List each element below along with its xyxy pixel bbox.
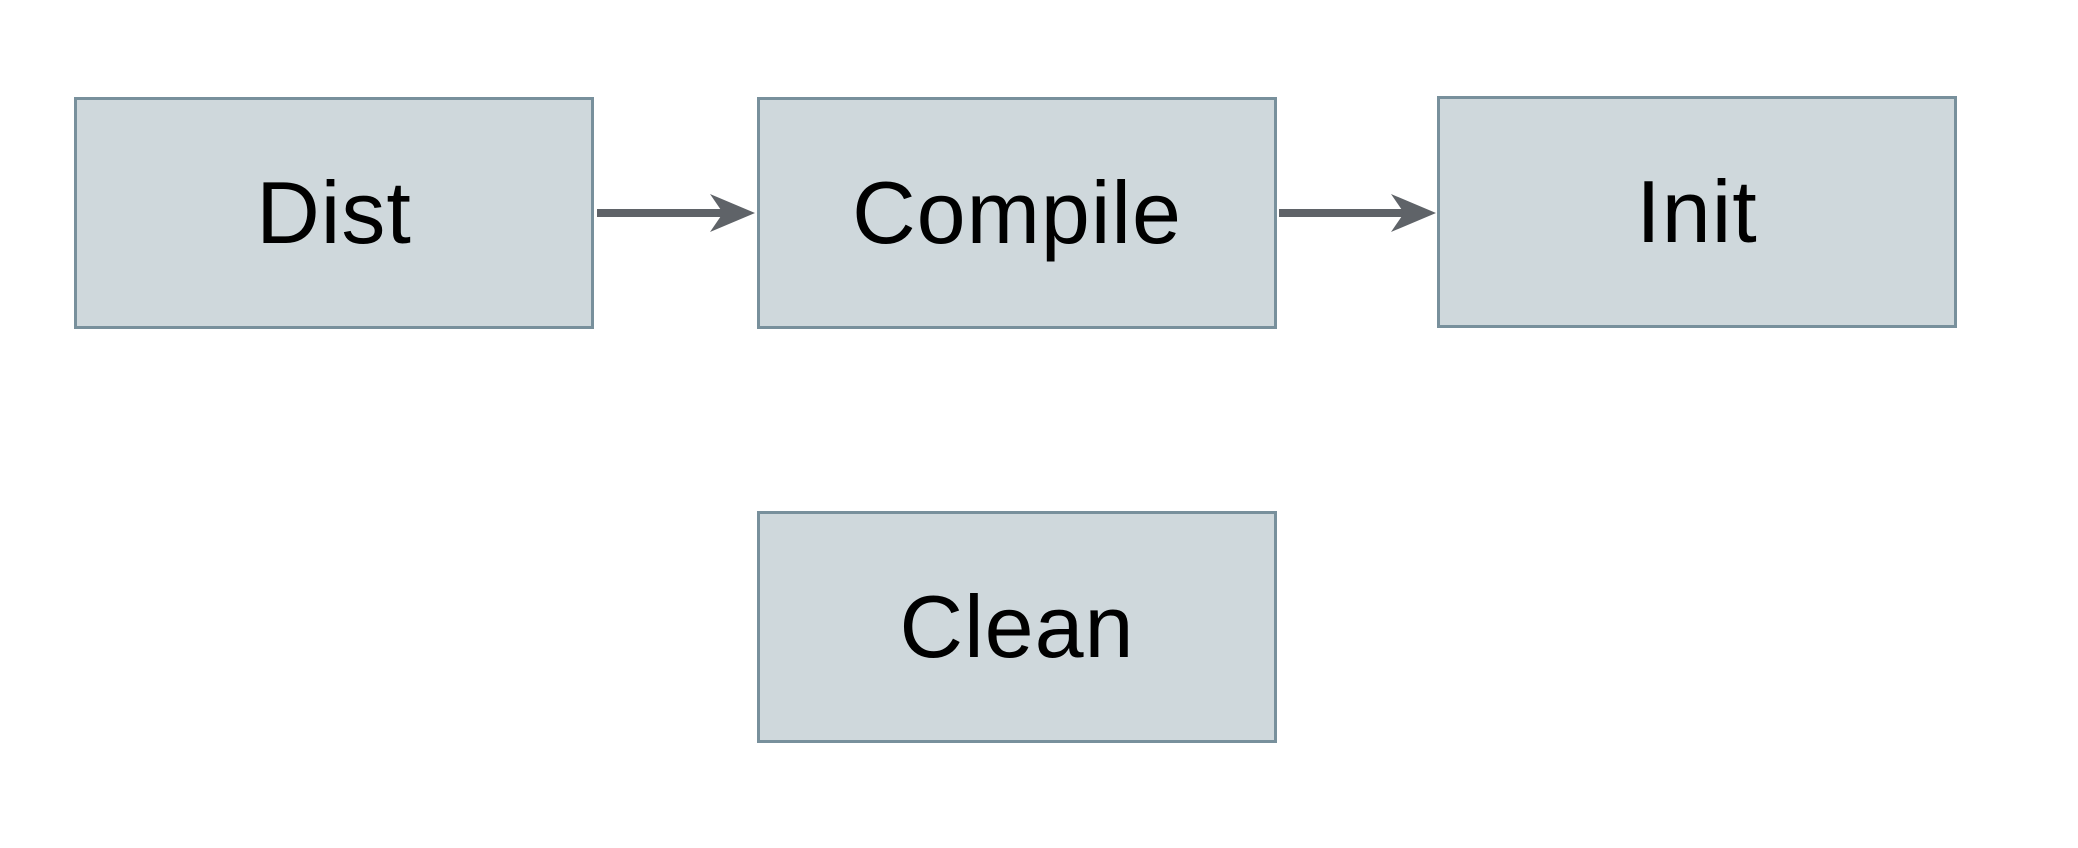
node-init-label: Init bbox=[1636, 162, 1758, 261]
node-dist-label: Dist bbox=[256, 163, 412, 262]
node-dist[interactable]: Dist bbox=[74, 97, 594, 329]
node-clean-label: Clean bbox=[899, 577, 1135, 676]
node-clean[interactable]: Clean bbox=[757, 511, 1277, 743]
arrow-compile-to-init-icon bbox=[1279, 194, 1436, 232]
node-init[interactable]: Init bbox=[1437, 96, 1957, 328]
node-compile[interactable]: Compile bbox=[757, 97, 1277, 329]
arrow-dist-to-compile-icon bbox=[597, 194, 755, 232]
node-compile-label: Compile bbox=[852, 163, 1182, 262]
